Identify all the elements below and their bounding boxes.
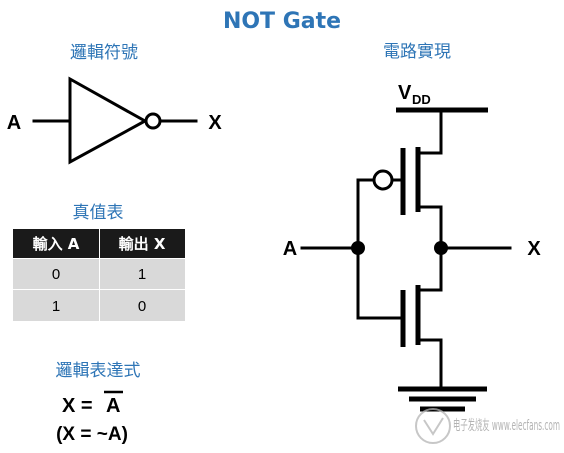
truth-table-heading: 真值表: [73, 203, 124, 223]
expression-lhs: X =: [62, 395, 93, 417]
table-row-1-input: 0: [52, 266, 60, 283]
vdd-label: V DD: [398, 82, 431, 107]
circuit-input-label: A: [283, 238, 297, 260]
symbol-heading: 邏輯符號: [70, 43, 138, 63]
table-cell: [13, 290, 99, 321]
ground-icon: [398, 386, 487, 412]
vdd-label-main: V: [398, 82, 412, 104]
symbol-input-label: A: [7, 112, 21, 134]
alt-expression: (X = ~A): [56, 424, 128, 445]
watermark-logo-mark: [423, 417, 444, 436]
expression-complement-operand: A: [106, 395, 120, 417]
boolean-expression: X = A: [62, 390, 123, 417]
circuit-heading: 電路實現: [383, 42, 451, 62]
watermark-logo-icon: [415, 408, 451, 444]
not-gate-symbol: [32, 76, 198, 165]
page-title: NOT Gate: [223, 9, 341, 34]
table-header-cell-1: [13, 229, 99, 258]
buffer-triangle: [68, 76, 149, 165]
table-header-output: 輸出 X: [119, 235, 166, 253]
table-row-2-input: 1: [52, 298, 60, 315]
table-cell: [100, 290, 185, 321]
pmos-gate-bubble: [372, 169, 394, 191]
expression-heading: 邏輯表達式: [56, 361, 141, 381]
input-junction-dot: [351, 241, 365, 255]
table-header-cell-2: [100, 229, 185, 258]
watermark-text: 电子发烧友 www.elecfans.com: [453, 418, 560, 434]
nmos-transistor: [356, 246, 443, 390]
symbol-output-label: X: [208, 112, 222, 134]
pmos-transistor: [356, 108, 443, 250]
inversion-bubble: [144, 112, 162, 130]
vdd-label-subscript: DD: [412, 92, 431, 107]
circuit-output-label: X: [527, 238, 541, 260]
table-row-2-output: 0: [138, 298, 146, 315]
table-cell: [13, 259, 99, 289]
watermark: 电子发烧友 www.elecfans.com: [415, 408, 560, 444]
table-row-1-output: 1: [138, 266, 146, 283]
table-header-input: 輸入 A: [33, 235, 80, 253]
truth-table: 輸入 A 輸出 X 0 1 1 0: [13, 229, 185, 321]
table-cell: [100, 259, 185, 289]
